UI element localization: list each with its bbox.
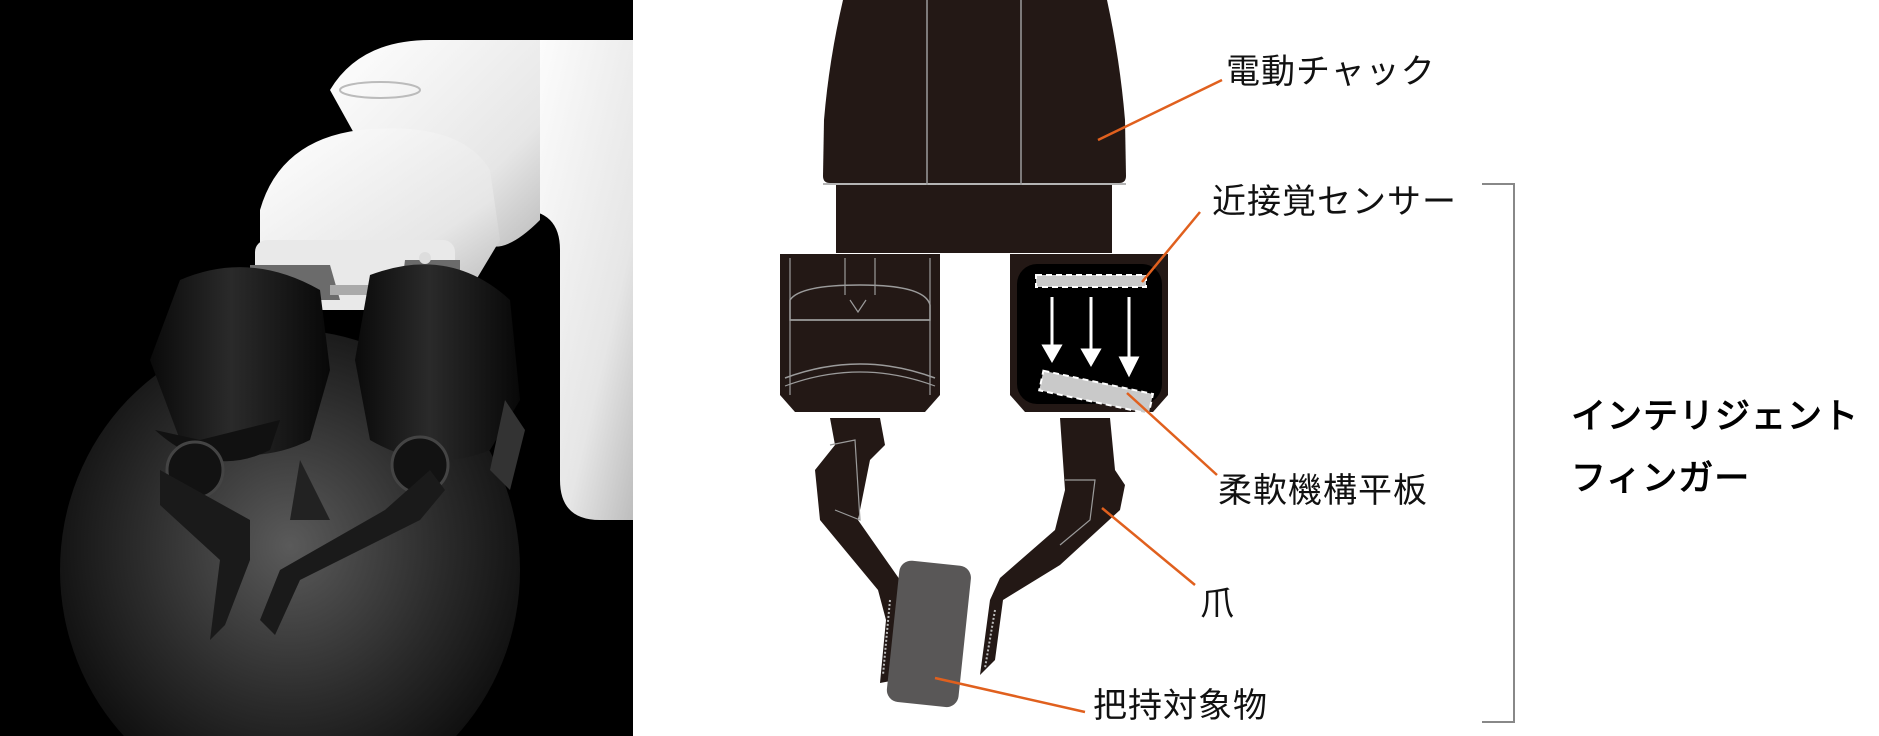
robot-photo	[0, 0, 633, 736]
label-flexible-plate: 柔軟機構平板	[1218, 471, 1428, 511]
label-grasped-object: 把持対象物	[1093, 686, 1268, 726]
label-electric-chuck: 電動チャック	[1226, 52, 1436, 92]
gripper-schematic	[780, 0, 1515, 723]
callout-lines	[934, 78, 1223, 714]
proximity-arrows	[1041, 297, 1140, 378]
grasped-object-shape	[886, 560, 971, 708]
label-proximity-sensor: 近接覚センサー	[1212, 182, 1457, 222]
electric-chuck-shape	[823, 0, 1126, 183]
gripper-diagram: 電動チャック 近接覚センサー 柔軟機構平板 爪 把持対象物 インテリジェント フ…	[633, 0, 1879, 736]
group-bracket	[1482, 183, 1515, 723]
proximity-sensor-plate	[1035, 274, 1147, 288]
group-label-line2: フィンガー	[1571, 459, 1751, 499]
group-label-line1: インテリジェント	[1571, 397, 1860, 437]
flexible-plate-shape	[1038, 369, 1155, 415]
robot-photo-illustration	[60, 40, 633, 736]
label-claw: 爪	[1200, 584, 1235, 624]
